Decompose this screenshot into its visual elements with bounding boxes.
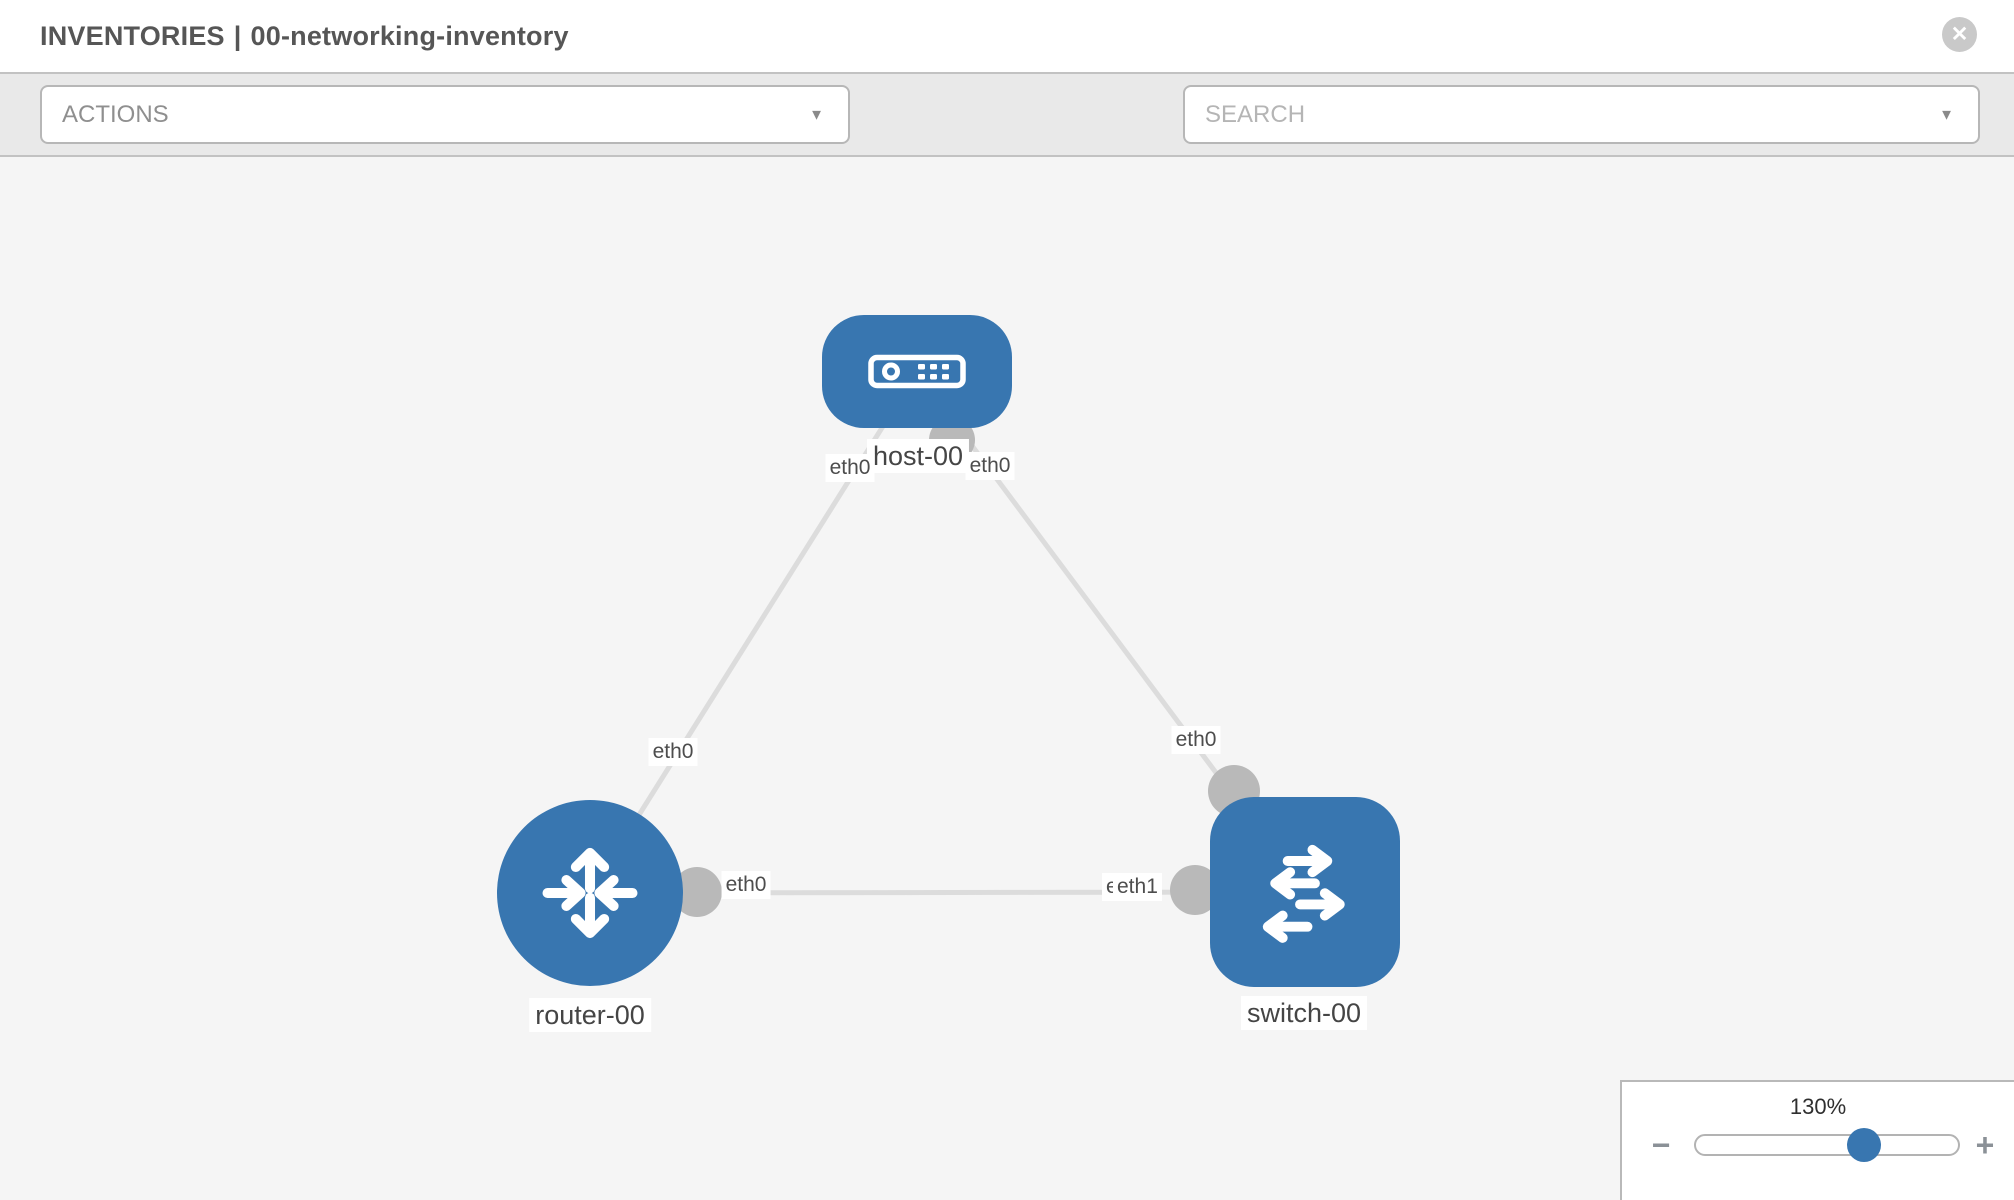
- search-dropdown-label: SEARCH: [1205, 100, 1306, 128]
- node-label-router: router-00: [529, 998, 651, 1032]
- toolbar: ACTIONS ▼ SEARCH ▼: [0, 72, 2014, 209]
- node-router-00[interactable]: [497, 800, 683, 986]
- zoom-control-panel: 130% − +: [1620, 1080, 2014, 1200]
- topology-canvas[interactable]: host-00 router-00 switch-00 eth0 eth0 et…: [0, 157, 2014, 1200]
- zoom-slider-thumb[interactable]: [1847, 1128, 1881, 1162]
- iface-label-router-eth0-up: eth0: [648, 738, 698, 766]
- chevron-down-icon: ▼: [1939, 106, 1954, 123]
- actions-dropdown[interactable]: ACTIONS ▼: [40, 85, 850, 144]
- search-dropdown[interactable]: SEARCH ▼: [1183, 85, 1980, 144]
- node-switch-00[interactable]: [1210, 797, 1400, 987]
- iface-label-router-eth0: eth0: [721, 871, 771, 899]
- zoom-out-button[interactable]: −: [1651, 1127, 1671, 1163]
- zoom-slider-track[interactable]: [1694, 1134, 1960, 1156]
- iface-label-host-eth0-left: eth0: [825, 454, 875, 482]
- router-icon: [542, 847, 638, 939]
- breadcrumb-separator: |: [233, 20, 242, 51]
- topology-links: [587, 370, 1308, 896]
- chevron-down-icon: ▼: [809, 106, 824, 123]
- breadcrumb[interactable]: INVENTORIES: [40, 20, 225, 51]
- iface-label-switch-eth1-front: eth1: [1113, 873, 1162, 901]
- zoom-level-value: 130%: [1789, 1094, 1847, 1119]
- node-label-host: host-00: [866, 439, 970, 473]
- iface-label-switch-eth0-up: eth0: [1171, 726, 1221, 754]
- switch-icon: [1262, 844, 1345, 943]
- close-icon[interactable]: ✕: [1942, 17, 1977, 52]
- actions-dropdown-label: ACTIONS: [62, 100, 169, 128]
- page-title: INVENTORIES | 00-networking-inventory: [40, 0, 578, 72]
- inventory-name: 00-networking-inventory: [250, 20, 569, 51]
- zoom-in-button[interactable]: +: [1975, 1127, 1995, 1163]
- node-host-00[interactable]: [822, 315, 1012, 428]
- host-icon: [868, 354, 966, 389]
- node-label-switch: switch-00: [1240, 996, 1368, 1030]
- iface-label-host-eth0-right: eth0: [965, 452, 1015, 480]
- header: INVENTORIES | 00-networking-inventory ✕: [0, 0, 2014, 72]
